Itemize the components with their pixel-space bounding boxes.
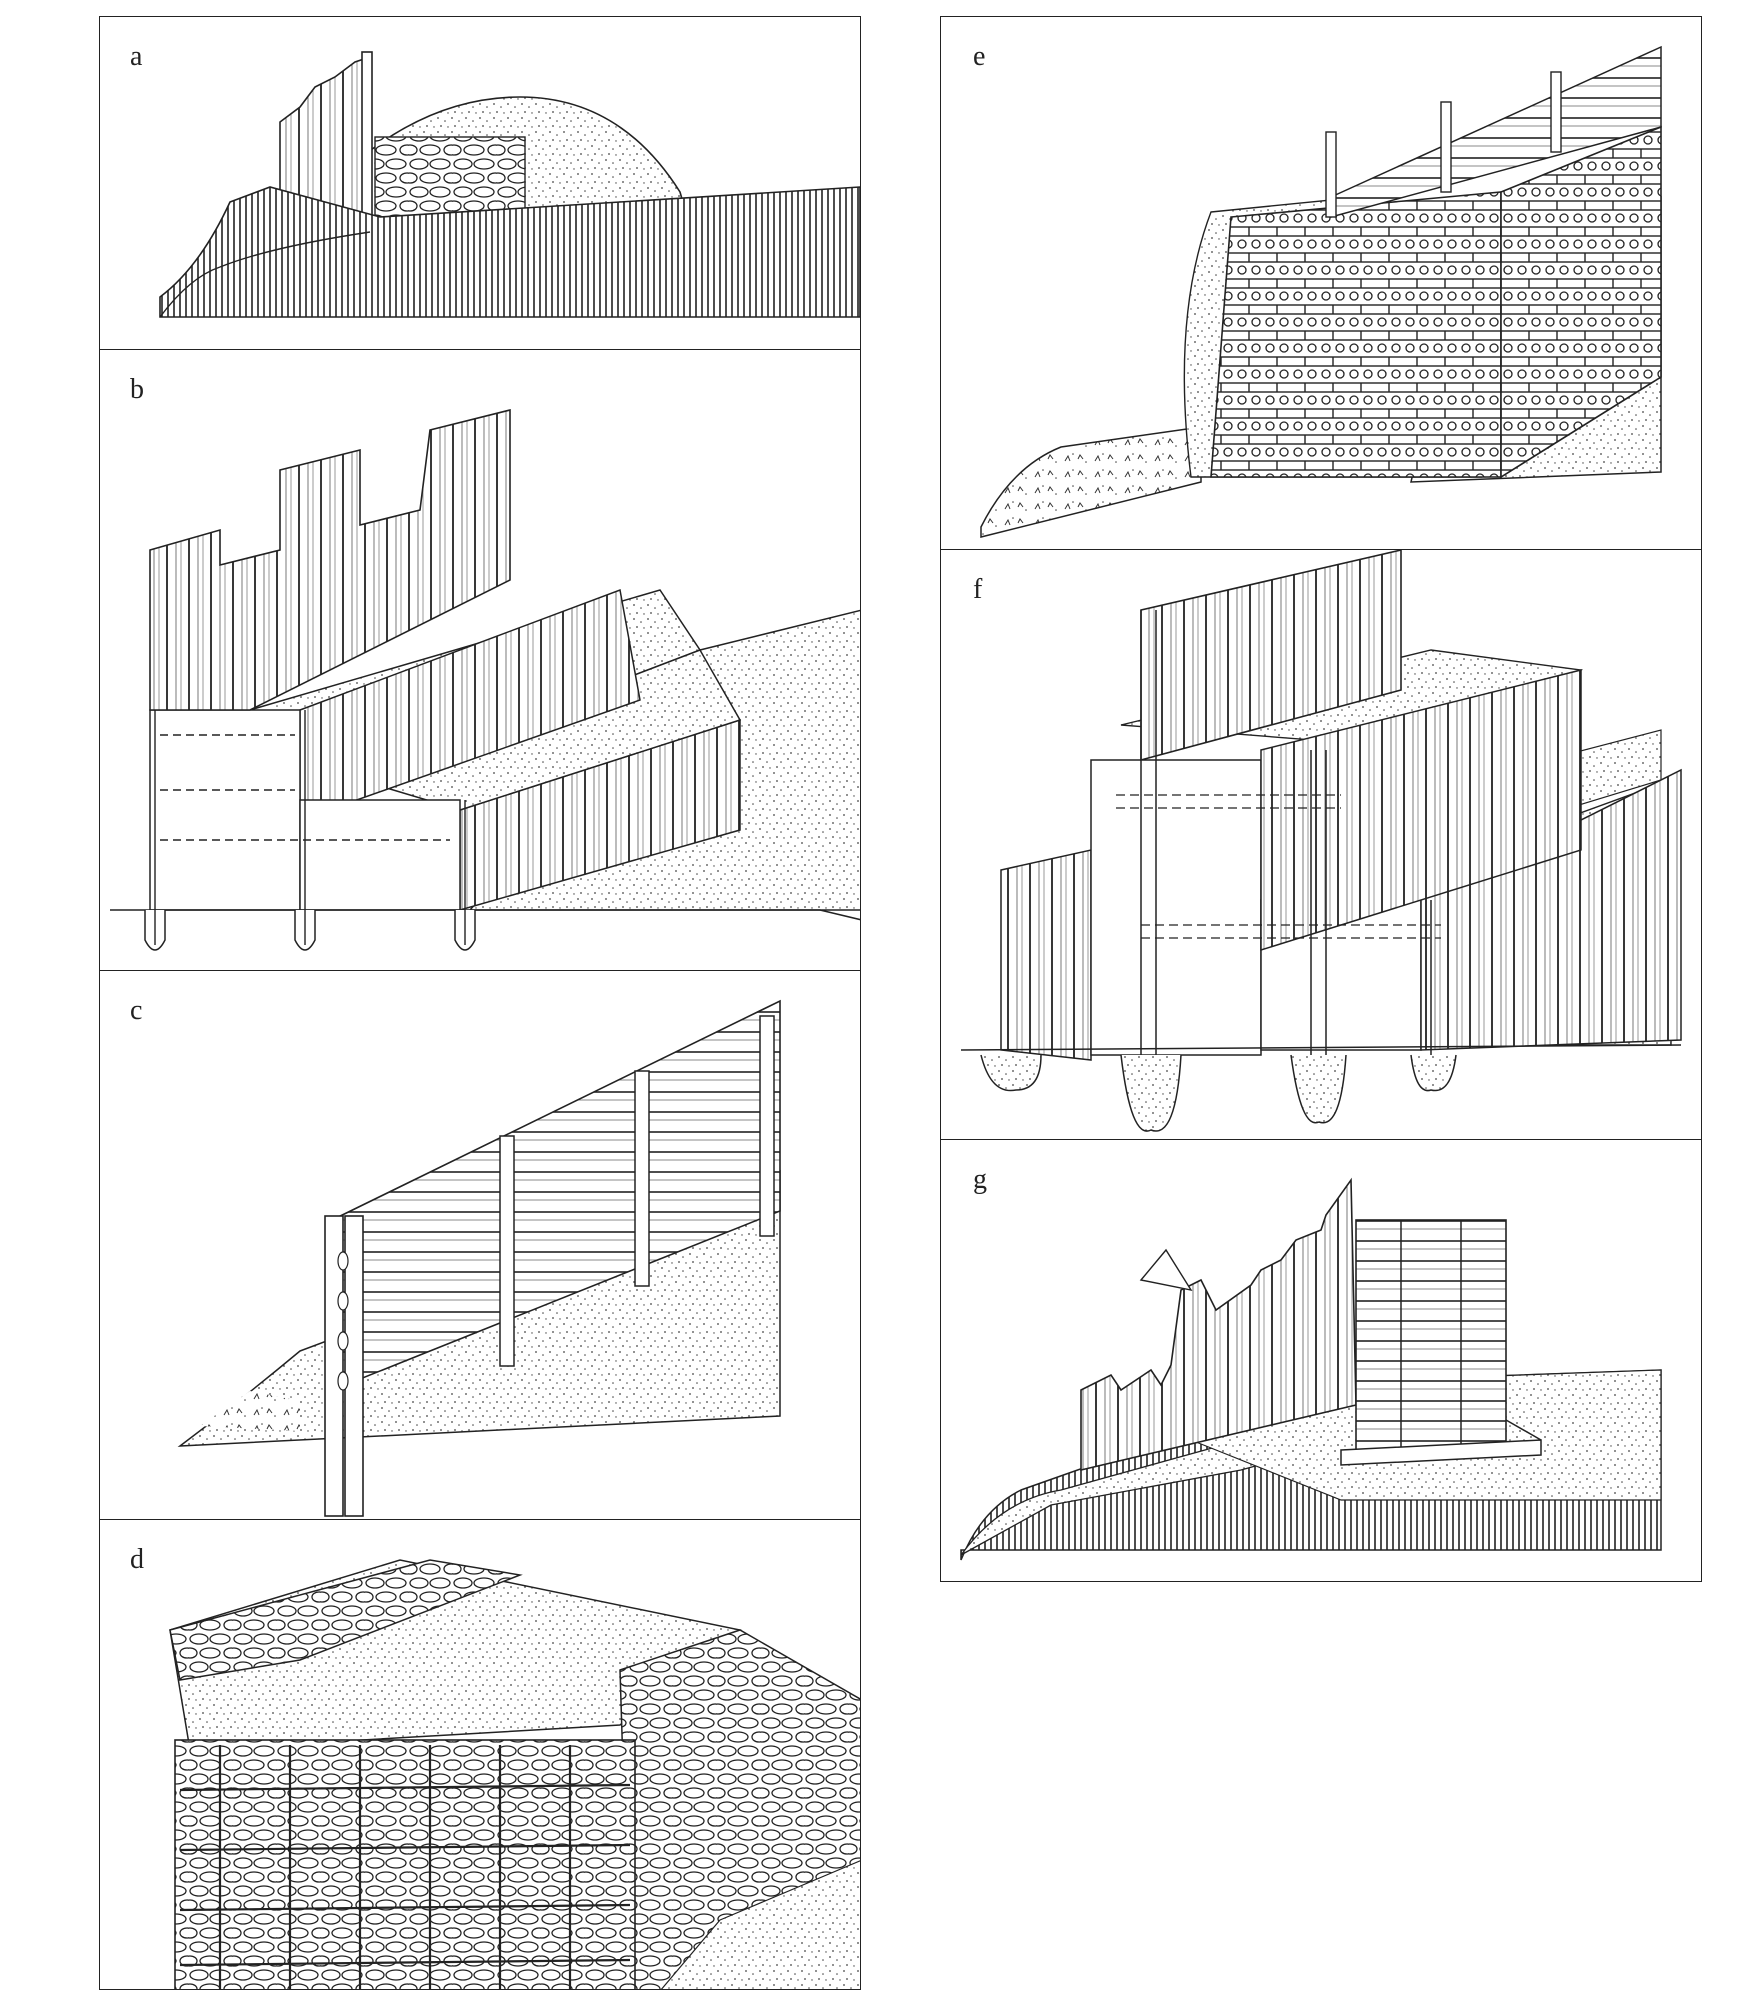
panel-c: c [99,970,861,1520]
rampart-illustration-e [980,45,1662,538]
rampart-illustration-b [110,408,860,951]
rampart-illustration-a [159,51,860,318]
panel-label: g [973,1164,987,1195]
panel-label: c [130,995,143,1026]
rampart-illustration-d [169,1559,860,1989]
panel-g: g [940,1139,1702,1582]
panel-label: e [973,41,986,72]
panel-label: a [130,41,143,72]
panel-label: f [973,574,983,605]
rampart-illustration-g [960,1177,1662,1561]
rampart-illustration-f [960,550,1682,1132]
panel-f: f [940,549,1702,1140]
panel-label: b [130,374,144,405]
panel-d: d [99,1519,861,1990]
panel-b: b [99,349,861,971]
panel-a: a [99,16,861,350]
rampart-illustration-c [177,999,781,1517]
panel-e: e [940,16,1702,550]
panel-label: d [130,1544,144,1575]
